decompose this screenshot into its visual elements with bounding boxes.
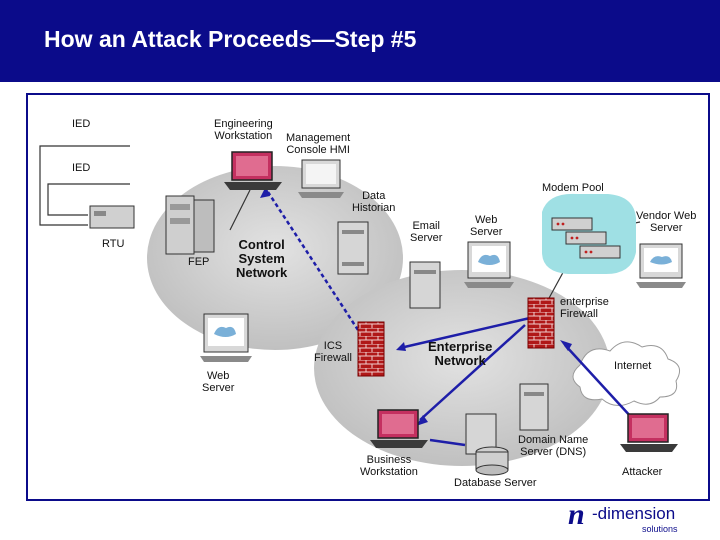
logo-word: -dimension (592, 504, 676, 523)
label-web-server-left: Web Server (202, 370, 235, 394)
enterprise-firewall-icon[interactable] (527, 297, 555, 349)
arrowhead-ics (396, 342, 406, 351)
n-dimension-logo: n -dimension solutions (568, 498, 718, 534)
attack-segment-firewall-ent (399, 316, 531, 350)
logo-subtitle: solutions (642, 524, 678, 534)
label-rtu: RTU (102, 238, 125, 250)
label-business-workstation: Business Workstation (360, 454, 418, 478)
attack-segment-internet-firewall (564, 344, 633, 419)
web-server-left-icon[interactable] (200, 313, 252, 362)
label-management-console: Management Console HMI (286, 132, 351, 156)
attacker-icon[interactable] (620, 413, 678, 452)
dns-server-icon[interactable] (519, 383, 549, 431)
label-ied-1: IED (72, 118, 91, 130)
ied-wiring (39, 145, 130, 226)
modem-pool-icon[interactable] (542, 193, 636, 274)
label-data-historian: Data Historian (352, 190, 396, 214)
label-web-server-top: Web Server (470, 214, 503, 238)
web-server-top-icon[interactable] (464, 241, 514, 288)
label-database-server: Database Server (454, 477, 537, 489)
label-internet: Internet (614, 360, 652, 372)
label-dns: Domain Name Server (DNS) (518, 434, 589, 458)
business-workstation-icon[interactable] (370, 409, 428, 448)
attack-segment-dns (429, 438, 466, 447)
email-server-icon[interactable] (409, 261, 441, 309)
label-vendor-web-server: Vendor Web Server (636, 210, 697, 234)
label-email-server: Email Server (410, 220, 443, 244)
arrowhead-business (416, 415, 428, 426)
rtu-icon[interactable] (89, 205, 135, 229)
label-enterprise-firewall: enterprise Firewall (560, 296, 609, 320)
database-server-icon[interactable] (465, 413, 509, 476)
fep-icon[interactable] (165, 195, 215, 255)
logo-mark: n (568, 498, 585, 531)
label-engineering-workstation: Engineering Workstation (214, 118, 273, 142)
label-ied-2: IED (72, 162, 91, 174)
label-fep: FEP (188, 256, 210, 268)
engineering-workstation-icon[interactable] (224, 151, 282, 190)
data-historian-icon[interactable] (337, 221, 369, 275)
arrowhead-eng (260, 186, 270, 198)
label-ics-firewall: ICS Firewall (314, 340, 352, 364)
arrowhead-firewall (560, 340, 572, 351)
ics-firewall-icon[interactable] (357, 321, 385, 377)
label-control-system-network: Control System Network (236, 237, 288, 280)
vendor-web-server-icon[interactable] (636, 243, 686, 288)
title-bar: How an Attack Proceeds—Step #5 (0, 0, 720, 82)
slide-title: How an Attack Proceeds—Step #5 (44, 26, 417, 52)
label-attacker: Attacker (622, 466, 663, 478)
label-enterprise-network: Enterprise Network (428, 339, 493, 368)
attack-segment-firewall-business (419, 324, 526, 421)
attack-path (266, 191, 633, 447)
internet-cloud (572, 341, 681, 406)
label-modem-pool: Modem Pool (542, 182, 604, 194)
link-eng-control (229, 189, 251, 231)
management-console-icon[interactable] (298, 159, 344, 198)
